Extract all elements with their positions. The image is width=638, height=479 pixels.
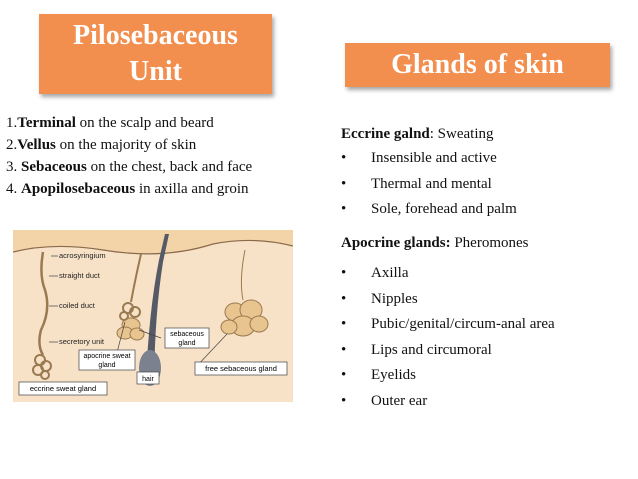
- hair-type-item: 2.Vellus on the majority of skin: [6, 134, 252, 156]
- item-text: in axilla and groin: [135, 181, 249, 197]
- label-text: apocrine sweat: [83, 353, 130, 360]
- eccrine-list: • Insensible and active • Thermal and ment…: [341, 146, 517, 223]
- list-item-text: Sole, forehead and palm: [371, 201, 517, 217]
- item-term: Apopilosebaceous: [21, 181, 136, 197]
- item-number: 3.: [6, 159, 21, 175]
- bullet-icon: •: [341, 341, 347, 358]
- bullet-icon: •: [341, 201, 347, 217]
- list-item-text: Lips and circumoral: [371, 341, 492, 358]
- eccrine-heading: Eccrine galnd: Sweating: [341, 122, 517, 146]
- list-item-text: Outer ear: [371, 392, 428, 409]
- title-glands-of-skin: Glands of skin: [345, 43, 610, 87]
- item-term: Terminal: [17, 115, 76, 131]
- list-item: • Eyelids: [341, 363, 555, 389]
- hair-types-list: 1.Terminal on the scalp and beard 2.Vell…: [6, 112, 252, 200]
- label-secretory-unit: secretory unit: [59, 337, 105, 346]
- sebaceous-gland-shape: [116, 317, 145, 341]
- eccrine-name: Eccrine galnd: [341, 126, 430, 142]
- bullet-icon: •: [341, 175, 347, 192]
- bullet-icon: •: [341, 367, 347, 383]
- list-item: • Pubic/genital/circum-anal area: [341, 312, 555, 338]
- item-term: Sebaceous: [21, 159, 87, 175]
- list-item: • Sole, forehead and palm: [341, 197, 517, 223]
- apocrine-coil: [119, 302, 141, 321]
- skin-surface-line: [13, 239, 293, 255]
- label-acrosyringium: acrosyringium: [59, 251, 106, 260]
- hair-shaft: [146, 234, 169, 380]
- apocrine-duct: [130, 253, 142, 303]
- label-text: eccrine sweat gland: [30, 384, 96, 393]
- skin-surface: [13, 230, 293, 254]
- bullet-icon: •: [341, 150, 347, 166]
- item-text: on the chest, back and face: [86, 159, 253, 175]
- list-item-text: Eyelids: [371, 367, 416, 383]
- list-item-text: Nipples: [371, 290, 418, 307]
- label-text: gland: [98, 362, 115, 369]
- item-text: on the scalp and beard: [75, 115, 214, 131]
- list-item-text: Thermal and mental: [371, 175, 492, 192]
- free-sebaceous-gland-shape: [220, 249, 269, 337]
- list-item-text: Axilla: [371, 265, 409, 281]
- title-line-1: Pilosebaceous: [73, 20, 238, 51]
- hair-type-item: 1.Terminal on the scalp and beard: [6, 112, 252, 134]
- eccrine-section: Eccrine galnd: Sweating • Insensible and …: [341, 122, 517, 223]
- list-item: • Nipples: [341, 287, 555, 313]
- bullet-icon: •: [341, 316, 347, 332]
- label-straight-duct: straight duct: [59, 271, 101, 280]
- list-item: • Axilla: [341, 261, 555, 287]
- item-term: Vellus: [17, 137, 56, 153]
- apocrine-name: Apocrine glands:: [341, 235, 451, 251]
- apocrine-section: Apocrine glands: Pheromones • Axilla • Nip…: [341, 231, 555, 414]
- list-item: • Insensible and active: [341, 146, 517, 172]
- skin-glands-diagram: acrosyringium straight duct coiled duct …: [13, 230, 293, 402]
- label-sebaceous-gland: sebaceous gland: [164, 327, 210, 349]
- item-number: 2.: [6, 137, 18, 153]
- bullet-icon: •: [341, 290, 347, 307]
- item-number: 4.: [6, 181, 21, 197]
- apocrine-function: Pheromones: [450, 235, 529, 251]
- list-item-text: Pubic/genital/circum-anal area: [371, 316, 555, 332]
- list-item-text: Insensible and active: [371, 150, 497, 166]
- apocrine-list: • Axilla • Nipples • Pubic/genital/circum-a…: [341, 261, 555, 414]
- hair-type-item: 4. Apopilosebaceous in axilla and groin: [6, 178, 252, 200]
- eccrine-function: : Sweating: [429, 126, 494, 142]
- label-eccrine-sweat-gland: eccrine sweat gland: [18, 381, 108, 396]
- label-free-sebaceous-gland: free sebaceous gland: [194, 361, 288, 376]
- eccrine-duct: [38, 251, 49, 356]
- label-hair: hair: [136, 371, 160, 385]
- hair-type-item: 3. Sebaceous on the chest, back and face: [6, 156, 252, 178]
- item-text: on the majority of skin: [55, 137, 197, 153]
- label-apocrine-sweat-gland: apocrine sweat gland: [78, 349, 136, 371]
- list-item: • Outer ear: [341, 389, 555, 415]
- label-text: free sebaceous gland: [205, 364, 277, 373]
- label-coiled-duct: coiled duct: [59, 301, 96, 310]
- label-text: sebaceous: [170, 331, 204, 338]
- eccrine-coil: [32, 354, 52, 380]
- title-pilosebaceous-unit: Pilosebaceous Unit: [39, 14, 272, 94]
- apocrine-heading: Apocrine glands: Pheromones: [341, 231, 555, 255]
- list-item: • Lips and circumoral: [341, 338, 555, 364]
- bullet-icon: •: [341, 392, 347, 409]
- label-text: gland: [178, 340, 195, 347]
- label-text: hair: [142, 376, 154, 383]
- item-number: 1.: [6, 115, 18, 131]
- title-line-2: Unit: [129, 56, 182, 87]
- list-item: • Thermal and mental: [341, 172, 517, 198]
- bullet-icon: •: [341, 265, 347, 281]
